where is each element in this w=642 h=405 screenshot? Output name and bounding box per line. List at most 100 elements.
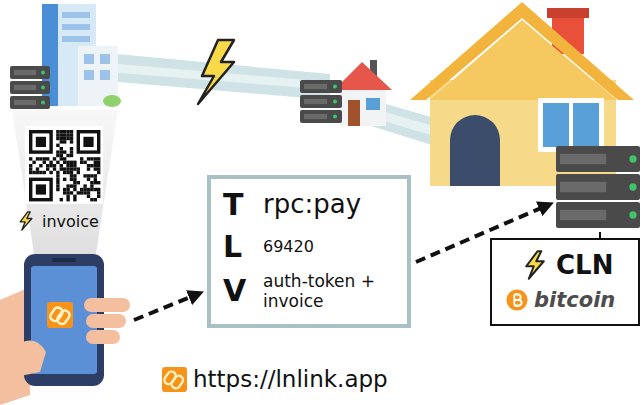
qr-module <box>94 181 97 184</box>
qr-module <box>66 161 69 164</box>
qr-module <box>87 174 90 177</box>
qr-module <box>49 161 52 164</box>
qr-module <box>36 171 39 174</box>
qr-module <box>87 195 90 198</box>
qr-module <box>90 184 93 187</box>
qr-module <box>60 154 63 157</box>
qr-module <box>94 167 97 170</box>
node-chain: bitcoin <box>534 288 615 312</box>
qr-module <box>97 157 100 160</box>
qr-module <box>60 133 63 136</box>
server-slot <box>14 85 36 90</box>
qr-module <box>87 191 90 194</box>
qr-module <box>66 164 69 167</box>
qr-module <box>63 130 66 133</box>
qr-module <box>66 198 69 201</box>
qr-module <box>73 198 76 201</box>
qr-module <box>29 157 32 160</box>
lightning-icon <box>520 250 550 280</box>
qr-module <box>60 150 63 153</box>
bitcoin-icon <box>506 289 528 311</box>
qr-module <box>90 174 93 177</box>
qr-module <box>73 188 76 191</box>
server-unit <box>556 174 640 200</box>
qr-module <box>66 188 69 191</box>
qr-module <box>60 130 63 133</box>
server-slot <box>560 154 606 164</box>
qr-finder <box>78 132 98 152</box>
qr-module <box>60 137 63 140</box>
server-led <box>41 101 45 105</box>
qr-module <box>70 184 73 187</box>
qr-module <box>60 198 63 201</box>
qr-module <box>97 188 100 191</box>
qr-module <box>94 198 97 201</box>
qr-module <box>43 171 46 174</box>
server-led <box>333 115 337 119</box>
qr-module <box>56 181 59 184</box>
lnlink-logo <box>162 367 187 392</box>
qr-finder-core <box>83 137 93 147</box>
message-box: Trpc:payL69420Vauth-token + invoice <box>207 175 411 328</box>
qr-module <box>66 154 69 157</box>
qr-module <box>63 178 66 181</box>
qr-module <box>53 164 56 167</box>
qr-module <box>46 167 49 170</box>
message-length: 69420 <box>263 237 399 256</box>
lightning-bolt <box>198 40 234 104</box>
qr-module <box>32 171 35 174</box>
qr-module <box>77 167 80 170</box>
qr-module <box>29 167 32 170</box>
qr-module <box>97 195 100 198</box>
qr-module <box>49 171 52 174</box>
qr-code <box>29 130 100 201</box>
qr-module <box>77 181 80 184</box>
qr-module <box>56 150 59 153</box>
tlv-letter: L <box>223 229 259 265</box>
qr-module <box>97 167 100 170</box>
lightning-icon-shape <box>526 251 544 279</box>
lnlink-logo-link <box>170 374 185 390</box>
qr-module <box>97 191 100 194</box>
qr-module <box>97 164 100 167</box>
qr-module <box>73 178 76 181</box>
big-house <box>410 2 634 186</box>
lightning-icon-shape <box>20 212 32 230</box>
qr-module <box>36 167 39 170</box>
qr-module <box>70 171 73 174</box>
qr-module <box>97 161 100 164</box>
scan-beam <box>12 110 118 260</box>
bitcoin-coin <box>506 289 527 310</box>
server-unit <box>10 81 50 94</box>
qr-module <box>77 191 80 194</box>
small-house <box>334 60 392 126</box>
qr-module <box>56 144 59 147</box>
qr-module <box>56 154 59 157</box>
qr-code-ground <box>25 126 103 204</box>
message-type: rpc:pay <box>263 189 399 220</box>
qr-module <box>94 157 97 160</box>
node-box: CLN bitcoin <box>490 238 640 326</box>
qr-caption: invoice <box>42 212 99 231</box>
qr-module <box>63 188 66 191</box>
qr-module <box>94 164 97 167</box>
tlv-letter: V <box>223 273 259 309</box>
qr-module <box>73 184 76 187</box>
qr-module <box>90 157 93 160</box>
qr-module <box>83 174 86 177</box>
qr-module <box>53 157 56 160</box>
qr-module <box>87 164 90 167</box>
server-unit <box>300 80 342 93</box>
node-software: CLN <box>556 250 613 280</box>
label-row: invoice <box>16 211 99 231</box>
qr-module <box>63 133 66 136</box>
qr-finder-core <box>36 184 46 194</box>
office-building <box>42 4 121 107</box>
qr-module <box>60 167 63 170</box>
qr-module <box>63 171 66 174</box>
qr-module <box>56 161 59 164</box>
qr-module <box>70 140 73 143</box>
server-unit <box>556 202 640 228</box>
server-led <box>333 100 337 104</box>
